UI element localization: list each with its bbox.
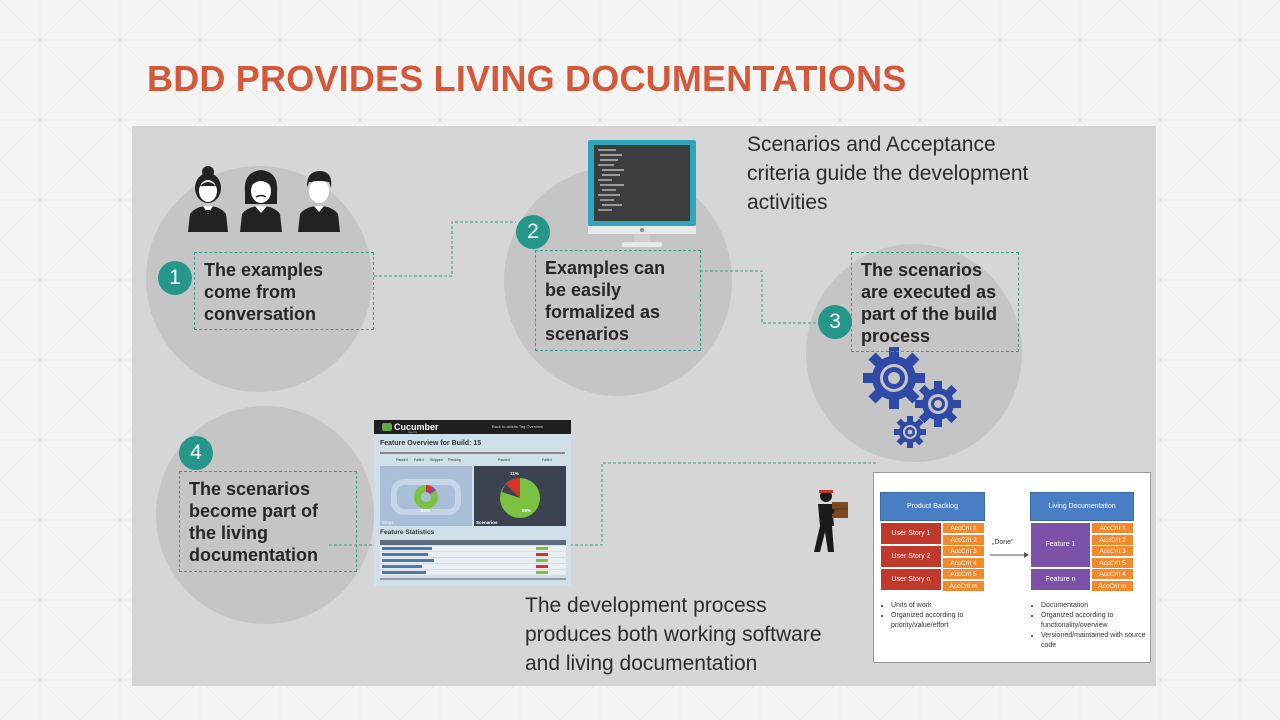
step-3-badge: 3 [818, 305, 852, 339]
step-1-line-2: come from [204, 282, 297, 302]
right-bullet-2: Organized according to functionality/ove… [1041, 611, 1153, 631]
report-stats-title: Feature Statistics [380, 529, 435, 536]
step-1-line-1: The examples [204, 260, 324, 280]
slide-title: BDD PROVIDES LIVING DOCUMENTATIONS [147, 58, 907, 99]
right-acccrit-3: AccCrit 3 [1091, 545, 1134, 557]
report-scenarios-label: Scenarios [476, 520, 498, 525]
done-arrow [990, 552, 1029, 558]
report-scenarios-fail-pct: 11% [510, 471, 519, 476]
step-2-box: Examples can be easily formalized as sce… [535, 250, 701, 351]
left-acccrit-3: AccCrit 3 [942, 545, 985, 557]
product-backlog-header: Product Backlog [880, 492, 985, 521]
report-overview-title: Feature Overview for Build: 15 [380, 440, 482, 447]
living-documentation-header: Living Documentation [1030, 492, 1134, 521]
report-legend-passed: Passed [396, 458, 408, 462]
left-bullet-1: Units of work [891, 601, 991, 611]
report-legend-pending: Pending [448, 458, 461, 462]
step-2-line-3: formalized as [545, 302, 661, 322]
step-4-badge: 4 [179, 436, 213, 470]
step-4-line-2: become part of [189, 501, 319, 521]
step-3-line-3: part of the build [861, 304, 997, 324]
report-steps-label: Steps [382, 520, 394, 525]
user-story-1: User Story 1 [880, 522, 942, 545]
report-logo-sub: Reports [408, 431, 417, 434]
report-steps-pct: 83% [421, 508, 431, 513]
right-acccrit-1: AccCrit 1 [1091, 522, 1134, 534]
report-scenarios-pass-pct: 89% [522, 508, 532, 513]
report-logo-text: Cucumber [394, 422, 439, 432]
step-4-line-4: documentation [189, 545, 318, 565]
step-2-line-2: be easily [545, 280, 622, 300]
backlog-left-bullets: Units of work Organized according to pri… [882, 601, 991, 631]
woman-icon [188, 166, 228, 232]
report-legend-failed: Failed [414, 458, 424, 462]
caption-top: Scenarios and Acceptance criteria guide … [747, 130, 1028, 217]
left-acccrit-m: AccCrit m [942, 580, 985, 592]
caption-top-line-3: activities [747, 191, 828, 214]
cucumber-icon [382, 423, 392, 431]
step-2-line-4: scenarios [545, 324, 630, 344]
step-2-line-1: Examples can [545, 258, 666, 278]
backlog-right-bullets: Documentation Organized according to fun… [1032, 601, 1153, 651]
step-1-line-3: conversation [204, 304, 317, 324]
cucumber-logo: Cucumber [382, 422, 439, 432]
report-nav: Back to aidkits Tag Overview [492, 424, 544, 429]
feature-1: Feature 1 [1030, 522, 1091, 568]
crying-woman-icon [240, 170, 282, 232]
gears-icon [863, 347, 961, 448]
feature-n: Feature n [1030, 568, 1091, 591]
monitor-icon [588, 140, 696, 247]
report-legend-right-failed: Failed [542, 458, 552, 462]
right-bullet-3: Versioned/maintained with source code [1041, 631, 1153, 651]
step-4-box: The scenarios become part of the living … [179, 471, 357, 572]
step-3-box: The scenarios are executed as part of th… [851, 252, 1019, 352]
right-acccrit-m: AccCrit m [1091, 580, 1134, 592]
done-label: „Done“ [992, 539, 1014, 546]
report-subtitle-bar [380, 452, 565, 454]
step-3-line-4: process [861, 326, 931, 346]
report-charts [380, 466, 566, 526]
step-3-line-2: are executed as [861, 282, 997, 302]
report-legend-skipped: Skipped [430, 458, 443, 462]
cucumber-report-thumbnail: Cucumber Reports Back to aidkits Tag Ove… [374, 420, 571, 586]
caption-bottom: The development process produces both wo… [525, 591, 822, 678]
right-bullet-1: Documentation [1041, 601, 1153, 611]
report-stats-table [380, 540, 566, 580]
step-1-box: The examples come from conversation [194, 252, 374, 330]
left-acccrit-5: AccCrit 5 [942, 568, 985, 580]
step-4-line-1: The scenarios [189, 479, 311, 499]
caption-bottom-line-1: The development process [525, 594, 767, 617]
step-4-line-3: the living [189, 523, 269, 543]
delivery-person-icon [814, 490, 848, 552]
report-body: Feature Overview for Build: 15 Passed Fa… [374, 434, 571, 586]
report-header: Cucumber Reports Back to aidkits Tag Ove… [374, 420, 571, 434]
backlog-diagram: Product Backlog Living Documentation Use… [873, 472, 1151, 663]
user-story-2: User Story 2 [880, 545, 942, 568]
caption-bottom-line-2: produces both working software [525, 623, 822, 646]
right-acccrit-4: AccCrit 4 [1091, 568, 1134, 580]
man-icon [298, 170, 340, 232]
caption-bottom-line-3: and living documentation [525, 652, 758, 675]
step-3-line-1: The scenarios [861, 260, 983, 280]
step-2-badge: 2 [516, 215, 550, 249]
report-legend-right-passed: Passed [498, 458, 510, 462]
caption-top-line-2: criteria guide the development [747, 162, 1029, 185]
left-bullet-2: Organized according to priority/value/ef… [891, 611, 991, 631]
caption-top-line-1: Scenarios and Acceptance [747, 133, 996, 156]
left-acccrit-1: AccCrit 1 [942, 522, 985, 534]
user-story-n: User Story n [880, 568, 942, 591]
step-1-badge: 1 [158, 261, 192, 295]
